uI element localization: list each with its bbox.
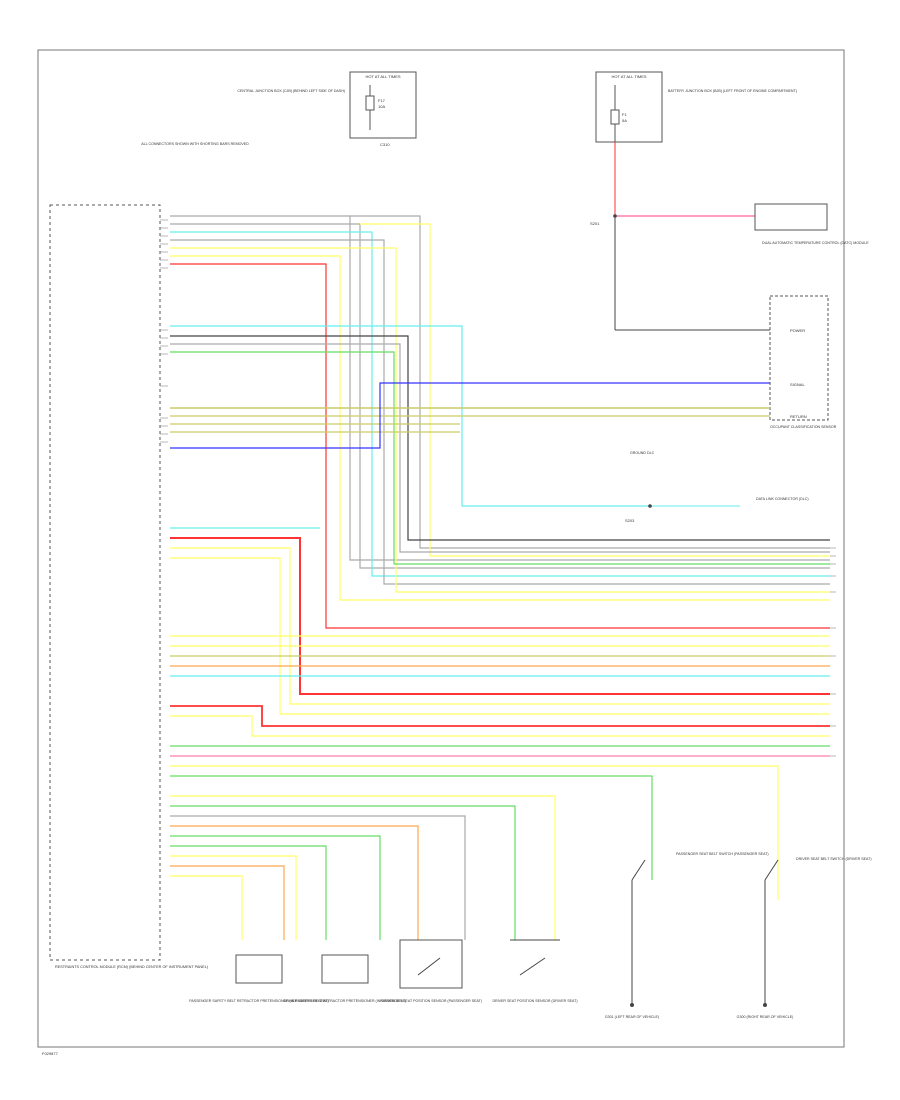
right-pin-ticks: [830, 547, 836, 757]
fuse-10a-label: 10A: [378, 104, 385, 109]
rcm-wires-top: [170, 215, 830, 629]
drv-seat-position-sensor: DRIVER SEAT POSITION SENSOR (DRIVER SEAT…: [492, 939, 578, 1003]
battery-junction-box: HOT AT ALL TIMES F1 5A BATTERY JUNCTION …: [595, 71, 797, 143]
rcm-wires-middle: [170, 325, 830, 565]
cjb-label: CENTRAL JUNCTION BOX (CJB) (BEHIND LEFT …: [237, 89, 345, 93]
diagram-frame: [37, 49, 845, 1048]
datc-module: DUAL AUTOMATIC TEMPERATURE CONTROL (DATC…: [754, 203, 869, 245]
fuse-5a-label: 5A: [622, 118, 627, 123]
splice-s203-label: S203: [625, 518, 635, 523]
rcm-title: RESTRAINTS CONTROL MODULE (RCM) (BEHIND …: [55, 965, 209, 969]
passenger-seat-belt-switch-label: PASSENGER SEAT BELT SWITCH (PASSENGER SE…: [676, 852, 769, 856]
dlc-label: DATA LINK CONNECTOR (DLC): [756, 497, 809, 501]
rcm-wires-lower: [170, 527, 830, 900]
pass-seat-position-sensor: PASSENGER SEAT POSITION SENSOR (PASSENGE…: [380, 939, 482, 1003]
pass-seat-pos-label: PASSENGER SEAT POSITION SENSOR (PASSENGE…: [380, 999, 482, 1003]
drv-pretensioner-label: DRIVER SAFETY BELT RETRACTOR PRETENSIONE…: [284, 999, 406, 1003]
rcm-pin-ticks: [160, 219, 168, 443]
drv-pretensioner: DRIVER SAFETY BELT RETRACTOR PRETENSIONE…: [284, 954, 406, 1003]
restraints-control-module: ALL CONNECTORS SHOWN WITH SHORTING BARS …: [49, 142, 249, 969]
central-junction-box: HOT AT ALL TIMES F17 10A CENTRAL JUNCTIO…: [237, 71, 417, 147]
fuse-f1-label: F1: [622, 112, 627, 117]
splice-s201-label: S201: [590, 221, 600, 226]
hot-at-all-times-label-bjb: HOT AT ALL TIMES: [611, 74, 646, 79]
driver-seat-belt-switch-label: DRIVER SEAT BELT SWITCH (DRIVER SEAT): [796, 857, 872, 861]
footer-id: F029877: [42, 1051, 59, 1056]
c310-label: C310: [380, 142, 390, 147]
hot-at-all-times-label-cjb: HOT AT ALL TIMES: [365, 74, 400, 79]
rcm-wires-bottom: [170, 795, 556, 940]
pass-pretensioner-label: PASSENGER SAFETY BELT RETRACTOR PRETENSI…: [189, 999, 329, 1003]
ground-g301-label: G301 (LEFT REAR OF VEHICLE): [605, 1015, 659, 1019]
driver-seat-belt-switch: DRIVER SEAT BELT SWITCH (DRIVER SEAT) G3…: [737, 857, 872, 1019]
pass-pretensioner: PASSENGER SAFETY BELT RETRACTOR PRETENSI…: [189, 954, 329, 1003]
ground-g300-label: G300 (RIGHT REAR OF VEHICLE): [737, 1015, 794, 1019]
rcm-note: ALL CONNECTORS SHOWN WITH SHORTING BARS …: [141, 142, 249, 146]
occupant-class-label: OCCUPANT CLASSIFICATION SENSOR: [770, 425, 837, 429]
drv-seat-pos-label: DRIVER SEAT POSITION SENSOR (DRIVER SEAT…: [492, 999, 577, 1003]
occupant-classification-sensor: POWER SIGNAL RETURN OCCUPANT CLASSIFICAT…: [769, 295, 837, 429]
power-label: POWER: [790, 328, 805, 333]
datc-label: DUAL AUTOMATIC TEMPERATURE CONTROL (DATC…: [762, 241, 869, 245]
bjb-label: BATTERY JUNCTION BOX (BJB) (LEFT FRONT O…: [668, 89, 797, 93]
return-label: RETURN: [790, 414, 807, 419]
ground-dlc-label: GROUND DLC: [630, 451, 655, 455]
fuse-f17-label: F17: [378, 98, 386, 103]
passenger-seat-belt-switch: PASSENGER SEAT BELT SWITCH (PASSENGER SE…: [605, 852, 769, 1019]
signal-label: SIGNAL: [790, 382, 805, 387]
